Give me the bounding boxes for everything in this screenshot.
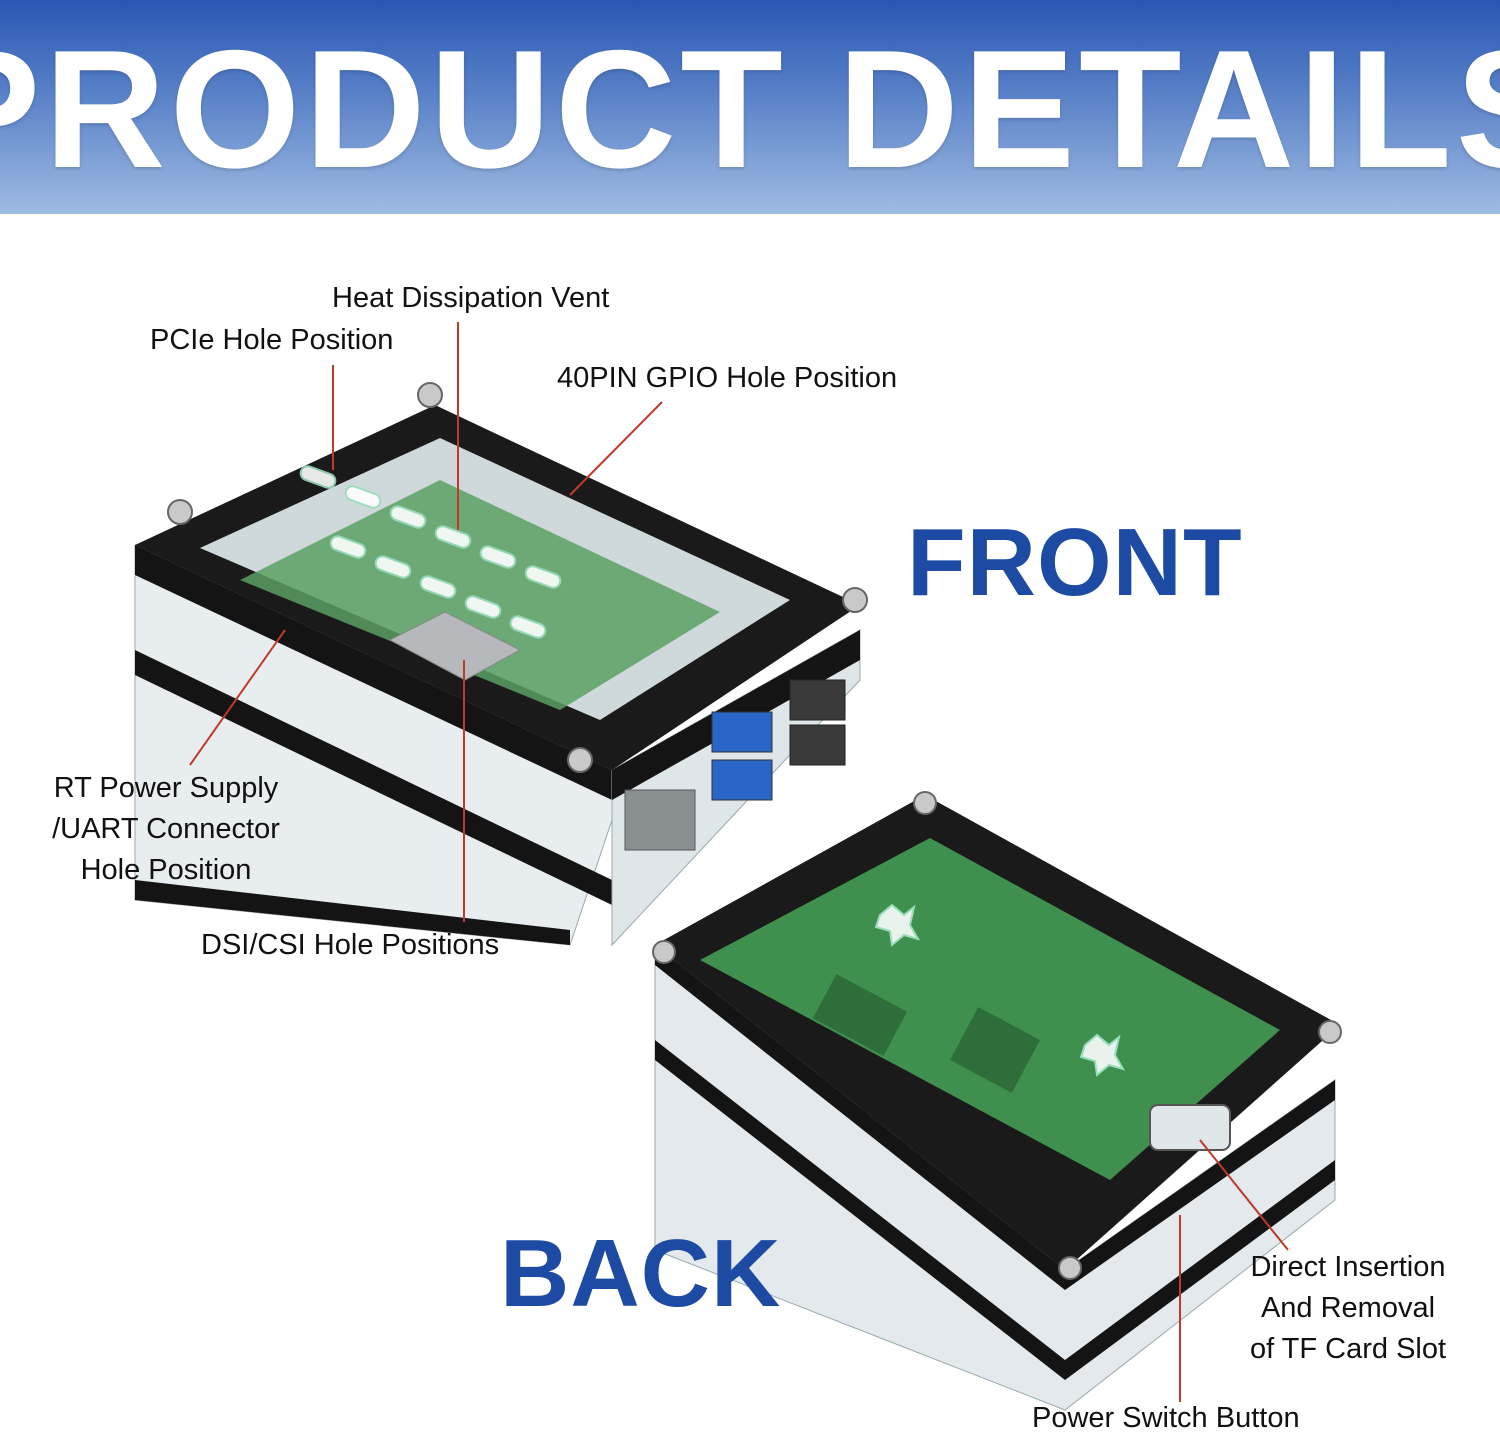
callout-power-switch: Power Switch Button: [1032, 1402, 1300, 1434]
callout-rt-power: RT Power Supply /UART Connector Hole Pos…: [30, 768, 302, 891]
back-view-title: BACK: [500, 1220, 782, 1327]
callout-tf-line1: Direct Insertion: [1250, 1251, 1446, 1283]
front-case-image: [134, 382, 868, 947]
callout-rt-power-line1: RT Power Supply: [53, 772, 279, 804]
callout-tf-line3: of TF Card Slot: [1249, 1333, 1447, 1365]
callout-heat-vent: Heat Dissipation Vent: [332, 282, 610, 314]
front-view-title: FRONT: [907, 509, 1243, 616]
callout-rt-power-line3: Hole Position: [80, 854, 252, 886]
callout-tf-slot: Direct Insertion And Removal of TF Card …: [1228, 1247, 1468, 1370]
page-title: PRODUCT DETAILS: [0, 15, 1500, 203]
callout-dsi-csi: DSI/CSI Hole Positions: [201, 929, 500, 961]
callout-gpio: 40PIN GPIO Hole Position: [557, 362, 898, 394]
back-case-image: [652, 791, 1342, 1411]
callout-lines: [189, 322, 1289, 1402]
callout-pcie: PCIe Hole Position: [150, 324, 394, 356]
callout-rt-power-line2: /UART Connector: [52, 813, 280, 845]
header-banner: PRODUCT DETAILS: [0, 0, 1500, 214]
callout-tf-line2: And Removal: [1260, 1292, 1436, 1324]
